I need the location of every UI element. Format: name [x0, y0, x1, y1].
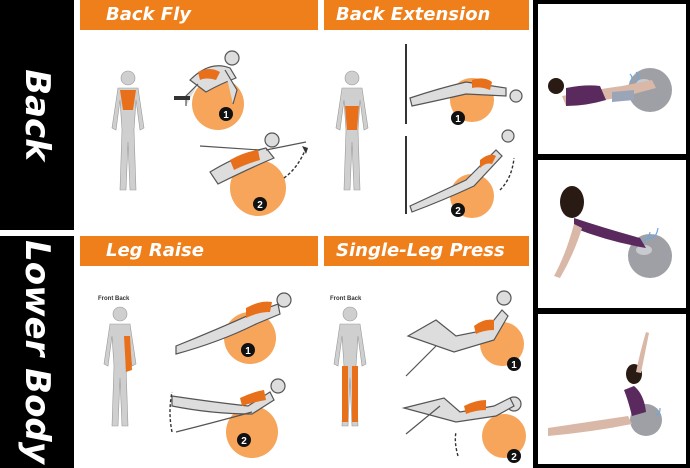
- step-badge-1-label: 1: [223, 110, 229, 121]
- step-badge-2: [237, 433, 251, 447]
- athlete-shirt-1: [198, 69, 220, 80]
- anatomy-figure: [103, 306, 137, 427]
- step-badge-2-label: 2: [511, 452, 517, 463]
- step-badge-2: [253, 197, 267, 211]
- step-badge-2: [451, 203, 465, 217]
- step-badge-2-label: 2: [455, 206, 461, 217]
- photo-ball-reverse-plank: [538, 160, 686, 308]
- back-extension-illustration: 1 2: [335, 44, 523, 218]
- athlete-step-2: [409, 129, 515, 213]
- anatomy-figure: [335, 70, 369, 191]
- single-leg-press-illustration: 1 2: [333, 290, 526, 463]
- exercise-panel-leg-raise: Leg Raise Front Back 1 2: [80, 236, 318, 468]
- athlete-shirt-2: [240, 390, 266, 406]
- step-badge-2-label: 2: [257, 200, 263, 211]
- front-back-label: Front Back: [330, 296, 362, 302]
- photo-column: [533, 0, 690, 468]
- step-badge-1-label: 1: [245, 346, 251, 357]
- exercise-title-back-extension: Back Extension: [324, 0, 529, 30]
- athlete-shirt-2: [480, 154, 496, 168]
- step-badge-1-label: 1: [455, 114, 461, 125]
- photo-ball-bridge: [538, 4, 686, 154]
- photo-ball-side-stretch-drawing: [548, 332, 662, 436]
- front-back-label: Front Back: [98, 296, 130, 302]
- exercise-panel-back-fly: Back Fly 1 2: [80, 0, 318, 234]
- step-badge-2: [507, 449, 521, 463]
- step-badge-1: [219, 107, 233, 121]
- back-fly-illustration: 1 2: [111, 50, 308, 216]
- exercise-title-leg-raise: Leg Raise: [80, 236, 318, 266]
- motion-arrow-2: [454, 431, 459, 457]
- motion-arrow-2: [283, 147, 307, 179]
- highlight-muscle-back: [120, 90, 136, 110]
- category-back-label: Back: [17, 69, 57, 161]
- motion-arrow-2: [499, 157, 515, 191]
- athlete-step-1: [409, 81, 523, 107]
- anatomy-figure: [111, 70, 145, 191]
- exercise-ball-2: [226, 406, 278, 458]
- step-badge-2-label: 2: [241, 436, 247, 447]
- photo-ball-side-stretch: [538, 314, 686, 464]
- exercise-ball-2: [230, 160, 286, 216]
- exercise-panel-single-leg-press: Single-Leg Press Front Back 1 2: [324, 236, 529, 468]
- athlete-step-2: [401, 396, 522, 435]
- exercise-title-back-fly: Back Fly: [80, 0, 318, 30]
- highlight-muscle-legs: [342, 366, 358, 422]
- anatomy-figure: [333, 306, 367, 427]
- category-sidebar: Back Lower Body: [0, 0, 74, 468]
- photo-ball-reverse-plank-drawing: [554, 186, 672, 278]
- dumbbell-1: [174, 96, 190, 100]
- athlete-step-1: [175, 292, 292, 355]
- step-badge-1-label: 1: [511, 360, 517, 371]
- athlete-shirt-1: [246, 301, 272, 318]
- athlete-shirt-2: [230, 150, 260, 170]
- step-badge-1: [241, 343, 255, 357]
- step-badge-1: [507, 357, 521, 371]
- category-lower-body-label: Lower Body: [17, 240, 57, 464]
- athlete-step-2: [171, 378, 286, 433]
- sidebar-divider: [0, 230, 74, 236]
- category-back: Back: [8, 0, 66, 230]
- motion-arrow-2: [169, 391, 173, 433]
- photo-ball-bridge-drawing: [548, 68, 672, 112]
- exercise-title-single-leg-press: Single-Leg Press: [324, 236, 529, 266]
- leg-raise-illustration: 1 2: [103, 292, 292, 458]
- exercise-panel-back-extension: Back Extension 1 2: [324, 0, 529, 234]
- highlight-muscle-lower-back: [345, 106, 359, 130]
- athlete-step-1: [405, 290, 512, 377]
- highlight-muscle-oblique: [124, 336, 132, 372]
- category-lower-body: Lower Body: [8, 236, 66, 468]
- athlete-shirt-1: [474, 319, 494, 334]
- athlete-shirt-1: [472, 78, 492, 90]
- step-badge-1: [451, 111, 465, 125]
- athlete-shirt-2: [464, 400, 486, 414]
- exercise-ball-2: [482, 414, 526, 458]
